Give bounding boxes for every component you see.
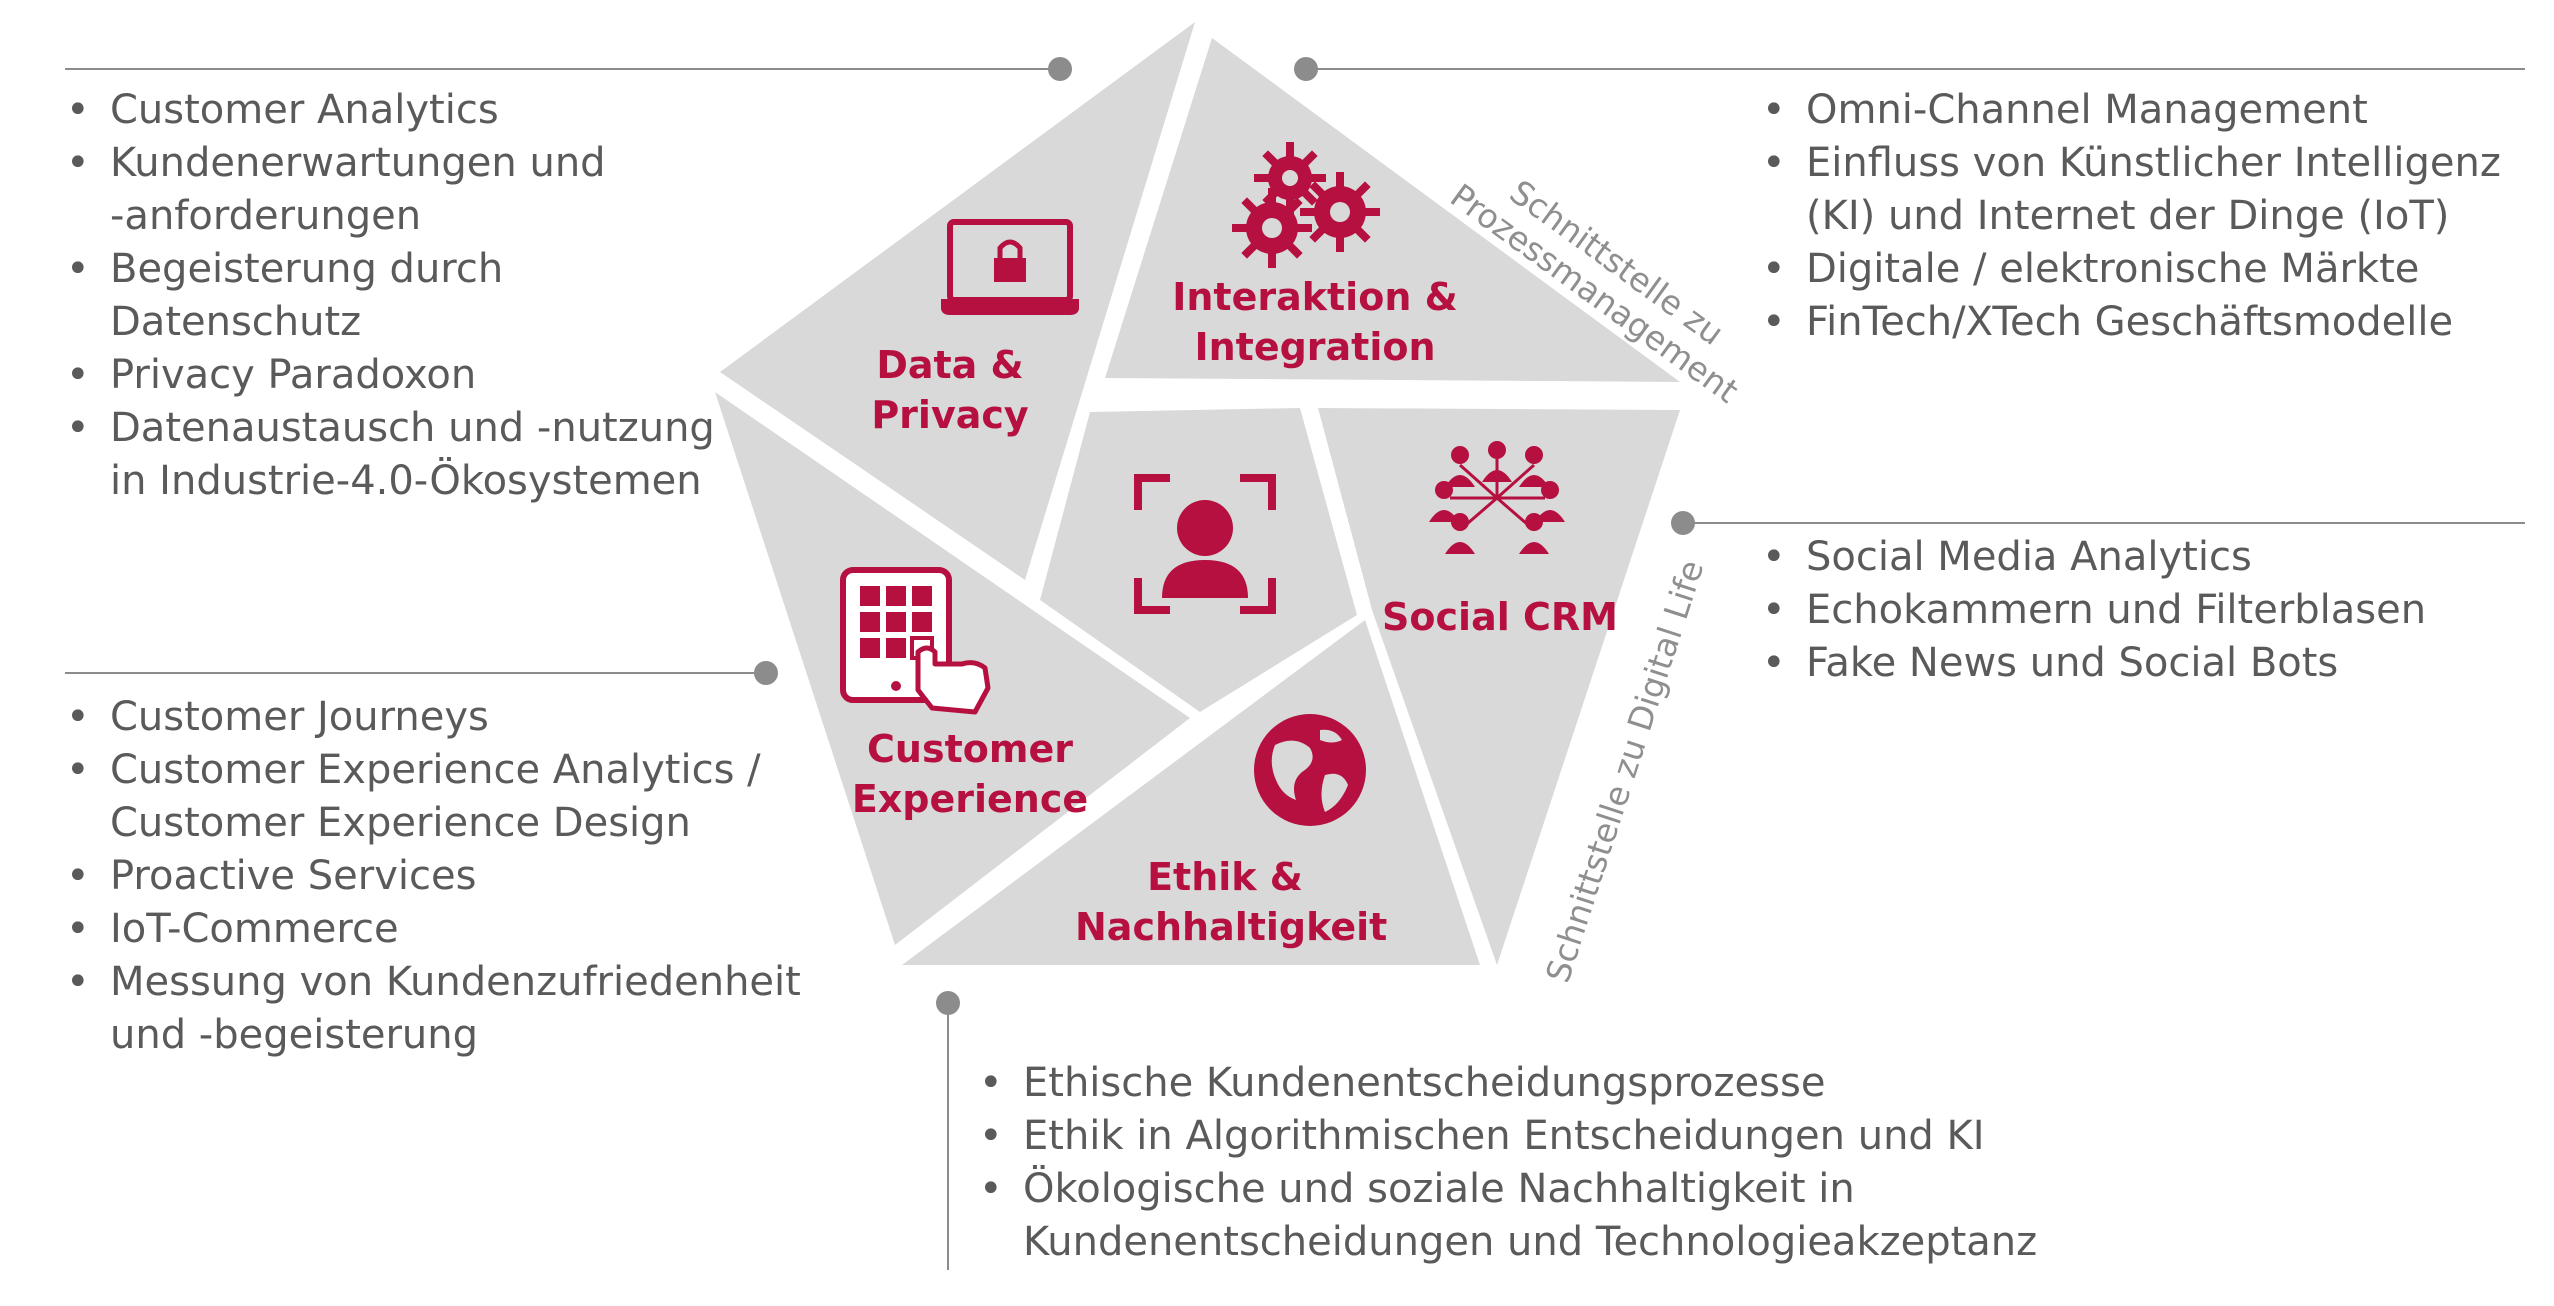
connector-dot-data-privacy bbox=[1048, 57, 1072, 81]
list-item-line: Proactive Services bbox=[110, 853, 477, 899]
list-item-line: Social Media Analytics bbox=[1806, 534, 2252, 580]
list-item: Echokammern und Filterblasen bbox=[1758, 584, 2538, 637]
list-item-line: Datenschutz bbox=[110, 299, 362, 345]
list-interaktion: Omni-Channel ManagementEinfluss von Küns… bbox=[1758, 84, 2538, 349]
laptop-lock-icon bbox=[941, 219, 1079, 315]
list-item: Customer Experience Analytics / Customer … bbox=[62, 744, 822, 850]
list-item: Einfluss von Künstlicher Intelligenz (KI)… bbox=[1758, 137, 2538, 243]
list-social-crm: Social Media AnalyticsEchokammern und Fi… bbox=[1758, 531, 2538, 690]
gears-icon bbox=[1232, 142, 1380, 268]
list-item: Ökologische und soziale Nachhaltigkeit i… bbox=[975, 1163, 2075, 1269]
segment-title-data-privacy: Data & Privacy bbox=[871, 343, 1029, 437]
list-item: Customer Journeys bbox=[62, 691, 822, 744]
list-item: Ethische Kundenentscheidungsprozesse bbox=[975, 1057, 2075, 1110]
segment-title-ethik-nachhaltigkeit: Ethik & Nachhaltigkeit bbox=[1075, 852, 1388, 952]
list-item: Messung von Kundenzufriedenheit und -bege… bbox=[62, 956, 822, 1062]
list-item: Social Media Analytics bbox=[1758, 531, 2538, 584]
tablet-touch-icon bbox=[840, 567, 991, 715]
globe-icon bbox=[1254, 714, 1366, 826]
list-item-line: Customer Journeys bbox=[110, 694, 489, 740]
list-customer-experience: Customer JourneysCustomer Experience Ana… bbox=[62, 691, 822, 1062]
segment-social-crm bbox=[1318, 408, 1680, 965]
segment-title-line-1: Customer bbox=[867, 727, 1073, 771]
list-item-line: Ethik in Algorithmischen Entscheidungen … bbox=[1023, 1113, 1985, 1159]
list-item: Kundenerwartungen und -anforderungen bbox=[62, 137, 822, 243]
list-item: Datenaustausch und -nutzung in Industrie-… bbox=[62, 402, 822, 508]
list-item-line: und -begeisterung bbox=[110, 1012, 479, 1058]
list-data-privacy: Customer AnalyticsKundenerwartungen und -… bbox=[62, 84, 822, 508]
segment-title-interaktion-integration: Interaktion & Integration bbox=[1165, 272, 1465, 372]
list-item: Digitale / elektronische Märkte bbox=[1758, 243, 2538, 296]
list-item-line: Kundenentscheidungen und Technologieakze… bbox=[1023, 1219, 2038, 1265]
list-item-line: Begeisterung durch bbox=[110, 246, 504, 292]
list-item-line: Digitale / elektronische Märkte bbox=[1806, 246, 2420, 292]
segment-title-line-1: Ethik & bbox=[1147, 855, 1303, 899]
list-item: Privacy Paradoxon bbox=[62, 349, 822, 402]
list-item-line: Customer Experience Analytics / bbox=[110, 747, 761, 793]
segment-ethik-nachhaltigkeit bbox=[902, 620, 1480, 965]
list-item-line: in Industrie-4.0-Ökosystemen bbox=[110, 458, 702, 504]
segment-title-customer-experience: Customer Experience bbox=[820, 724, 1120, 824]
list-item-line: Ökologische und soziale Nachhaltigkeit i… bbox=[1023, 1166, 1855, 1212]
segment-title-line-2: Nachhaltigkeit bbox=[1075, 905, 1388, 949]
social-network-icon bbox=[1429, 441, 1565, 554]
list-item: Customer Analytics bbox=[62, 84, 822, 137]
list-item-line: FinTech/XTech Geschäftsmodelle bbox=[1806, 299, 2454, 345]
list-item-line: IoT-Commerce bbox=[110, 906, 399, 952]
connector-dot-interaktion bbox=[1294, 57, 1318, 81]
segment-title-line-2: Integration bbox=[1194, 325, 1436, 369]
list-item-line: Messung von Kundenzufriedenheit bbox=[110, 959, 801, 1005]
segment-interaktion-integration bbox=[1105, 38, 1680, 382]
connector-dot-social-crm bbox=[1671, 511, 1695, 535]
connector-dot-ethik bbox=[936, 991, 960, 1015]
list-item-line: Kundenerwartungen und bbox=[110, 140, 606, 186]
list-item-line: Customer Experience Design bbox=[110, 800, 691, 846]
list-ethik: Ethische KundenentscheidungsprozesseEthi… bbox=[975, 1057, 2075, 1269]
segment-title-social-crm: Social CRM bbox=[1382, 595, 1618, 639]
segment-title-line-1: Interaktion & bbox=[1172, 275, 1458, 319]
segment-title-line-2: Experience bbox=[851, 777, 1089, 821]
list-item-line: Customer Analytics bbox=[110, 87, 499, 133]
list-item-line: (KI) und Internet der Dinge (IoT) bbox=[1806, 193, 2450, 239]
user-focus-icon bbox=[1134, 474, 1276, 614]
list-item-line: Datenaustausch und -nutzung bbox=[110, 405, 715, 451]
connector-dot-customer-experience bbox=[754, 661, 778, 685]
list-item: Proactive Services bbox=[62, 850, 822, 903]
list-item-line: Einfluss von Künstlicher Intelligenz bbox=[1806, 140, 2501, 186]
list-item-line: Ethische Kundenentscheidungsprozesse bbox=[1023, 1060, 1826, 1106]
list-item: Omni-Channel Management bbox=[1758, 84, 2538, 137]
list-item-line: -anforderungen bbox=[110, 193, 422, 239]
list-item-line: Omni-Channel Management bbox=[1806, 87, 2368, 133]
list-item: FinTech/XTech Geschäftsmodelle bbox=[1758, 296, 2538, 349]
segment-center bbox=[1040, 408, 1357, 712]
list-item-line: Fake News und Social Bots bbox=[1806, 640, 2339, 686]
list-item: IoT-Commerce bbox=[62, 903, 822, 956]
list-item: Fake News und Social Bots bbox=[1758, 637, 2538, 690]
list-item-line: Echokammern und Filterblasen bbox=[1806, 587, 2427, 633]
list-item-line: Privacy Paradoxon bbox=[110, 352, 477, 398]
list-item: Ethik in Algorithmischen Entscheidungen … bbox=[975, 1110, 2075, 1163]
